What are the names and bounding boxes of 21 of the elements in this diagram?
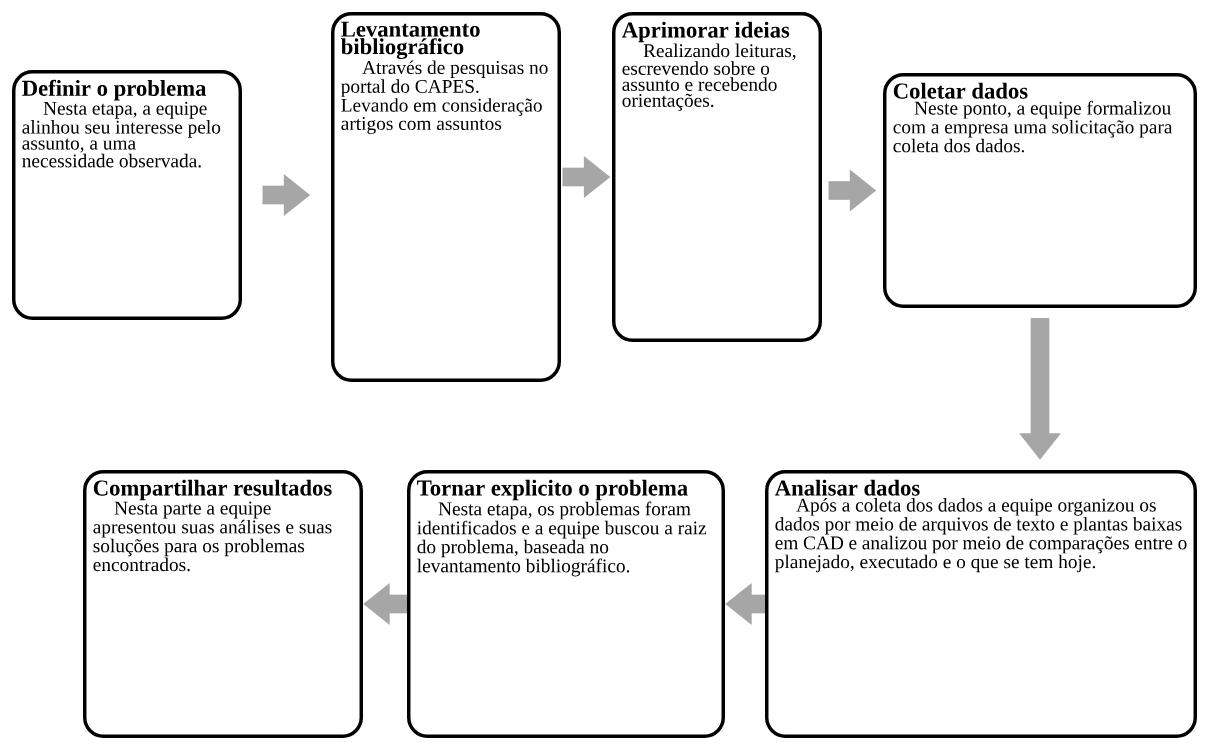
step-heading: Tornar explicito o problema	[417, 479, 688, 501]
step-box	[83, 470, 363, 738]
step-text: Realizando leituras, escrevendo sobre o assunto e recebendo orientações.	[622, 43, 796, 111]
step-heading: Definir o problema	[22, 79, 207, 101]
step-box	[612, 12, 822, 342]
step-text: Através de pesquisas no portal do CAPES. Levando em consideração artigos com assuntos	[341, 60, 548, 134]
step-box	[331, 12, 561, 382]
step-box	[765, 470, 1197, 738]
step-text: Após a coleta dos dados a equipe organizou os dados por meio de arquivos de texto e plantas baixas em CAD e analizou por meio de comparações entre o planejado, executado e o que se tem hoje.	[775, 498, 1187, 573]
step-text: Nesta etapa, a equipe alinhou seu interesse pelo assunto, a uma necessidade observada.	[22, 101, 221, 168]
step-text: Neste ponto, a equipe formalizou com a empresa uma solicitação para coleta dos dados.	[893, 100, 1173, 153]
step-box	[407, 470, 725, 738]
step-box	[883, 73, 1197, 308]
step-text: Nesta etapa, os problemas foram identificados e a equipe buscou a raiz do problema, baseada no levantamento bibliográfico.	[417, 501, 707, 577]
step-heading: Levantamento bibliográfico	[341, 21, 480, 60]
step-text: Nesta parte a equipe apresentou suas análises e suas soluções para os problemas encontrados.	[93, 501, 332, 572]
step-box	[12, 70, 242, 320]
step-heading: Coletar dados	[893, 82, 1028, 99]
step-heading: Compartilhar resultados	[93, 479, 332, 501]
step-heading: Analisar dados	[774, 479, 920, 496]
step-heading: Aprimorar ideias	[621, 21, 790, 43]
